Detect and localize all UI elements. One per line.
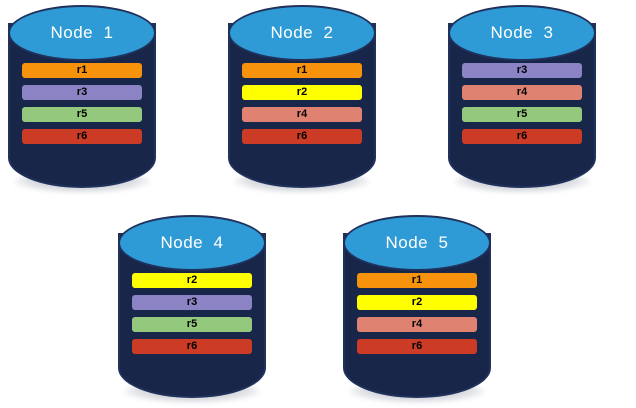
node-top-ellipse	[343, 215, 491, 271]
replica-bar: r1	[22, 63, 142, 78]
replica-bar: r1	[242, 63, 362, 78]
replica-bar: r5	[22, 107, 142, 122]
replica-bar: r2	[242, 85, 362, 100]
replica-bar: r4	[462, 85, 582, 100]
replica-bar: r3	[462, 63, 582, 78]
replica-bar: r3	[132, 295, 252, 310]
replica-bar: r6	[242, 129, 362, 144]
replica-bar: r1	[357, 273, 477, 288]
replica-stack: r1 r2 r4 r6	[228, 63, 376, 144]
replica-stack: r3 r4 r5 r6	[448, 63, 596, 144]
replica-bar: r4	[357, 317, 477, 332]
replica-stack: r1 r2 r4 r6	[343, 273, 491, 354]
node-top-ellipse	[448, 5, 596, 61]
replica-bar: r6	[357, 339, 477, 354]
node-top-ellipse	[118, 215, 266, 271]
replica-bar: r3	[22, 85, 142, 100]
replica-bar: r2	[132, 273, 252, 288]
replica-bar: r5	[462, 107, 582, 122]
replica-bar: r2	[357, 295, 477, 310]
node-top-ellipse	[228, 5, 376, 61]
replica-stack: r1 r3 r5 r6	[8, 63, 156, 144]
replica-bar: r5	[132, 317, 252, 332]
replica-bar: r6	[22, 129, 142, 144]
replica-stack: r2 r3 r5 r6	[118, 273, 266, 354]
replica-bar: r6	[132, 339, 252, 354]
replica-bar: r4	[242, 107, 362, 122]
node-top-ellipse	[8, 5, 156, 61]
replica-bar: r6	[462, 129, 582, 144]
